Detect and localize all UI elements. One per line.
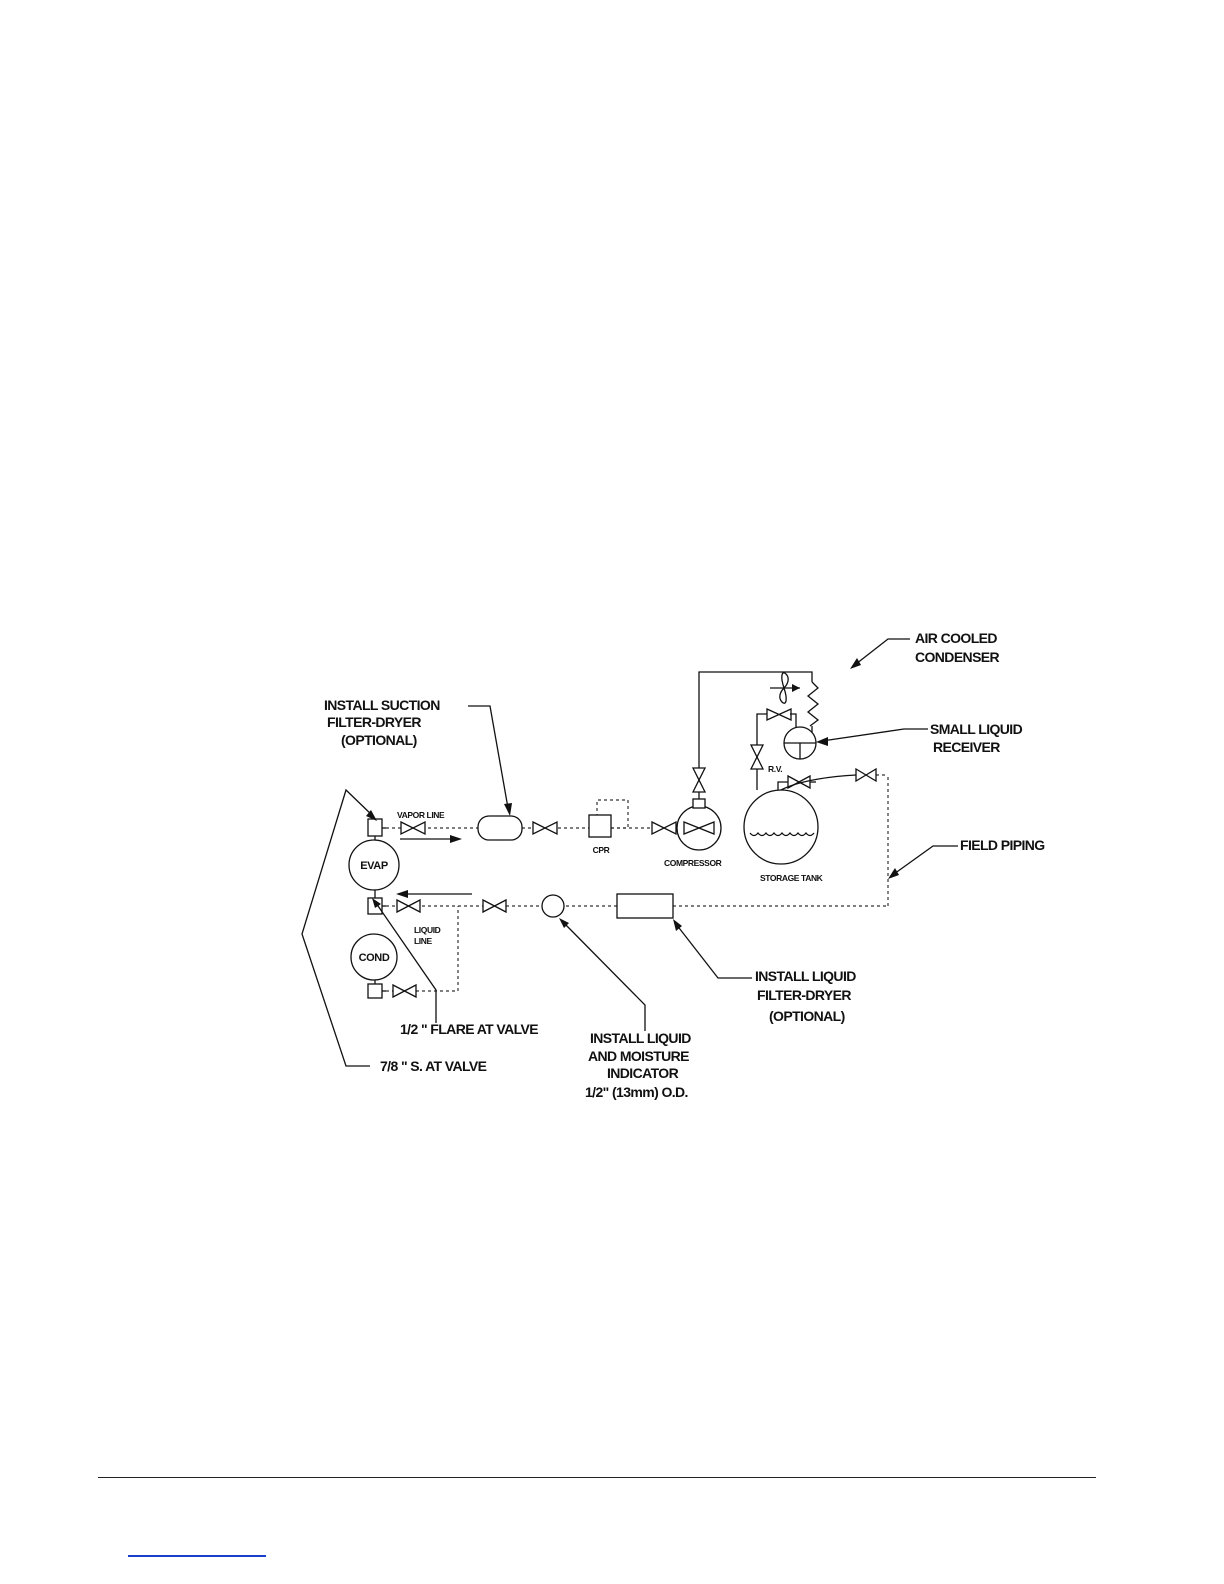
- valve-suction-after-filter: [533, 822, 557, 834]
- compressor-label: COMPRESSOR: [664, 858, 722, 868]
- label-moisture-indicator: INSTALL LIQUID AND MOISTURE INDICATOR 1/…: [585, 1030, 691, 1100]
- small-liquid-receiver: [784, 727, 816, 759]
- liquid-filter-dryer: [617, 894, 673, 918]
- condenser-coil: COND: [351, 934, 397, 998]
- label-suction-filter: INSTALL SUCTION FILTER-DRYER (OPTIONAL): [324, 697, 440, 748]
- svg-text:AIR COOLED: AIR COOLED: [915, 630, 997, 646]
- svg-text:(OPTIONAL): (OPTIONAL): [769, 1008, 845, 1024]
- valve-storage-tank-top: [778, 776, 816, 790]
- valve-vapor-evap: [401, 822, 425, 834]
- flow-arrow-right: [400, 835, 462, 843]
- valve-liquid-mid: [483, 900, 506, 912]
- svg-text:1/2" (13mm) O.D.: 1/2" (13mm) O.D.: [585, 1084, 688, 1100]
- label-air-cooled-condenser: AIR COOLED CONDENSER: [915, 630, 1000, 665]
- svg-text:CONDENSER: CONDENSER: [915, 649, 1000, 665]
- svg-text:FILTER-DRYER: FILTER-DRYER: [327, 714, 421, 730]
- rv-label: R.V.: [768, 764, 782, 774]
- flow-arrow-left: [396, 890, 472, 898]
- liquid-line-label-2: LINE: [414, 936, 432, 946]
- label-sweat: 7/8 " S. AT VALVE: [380, 1058, 487, 1074]
- svg-text:AND MOISTURE: AND MOISTURE: [588, 1048, 689, 1064]
- svg-text:INSTALL LIQUID: INSTALL LIQUID: [755, 968, 856, 984]
- suction-filter-dryer: [478, 816, 522, 840]
- label-field-piping: FIELD PIPING: [960, 837, 1045, 853]
- svg-text:SMALL LIQUID: SMALL LIQUID: [930, 721, 1023, 737]
- cond-label: COND: [359, 952, 390, 964]
- svg-text:RECEIVER: RECEIVER: [933, 739, 1000, 755]
- evap-label: EVAP: [360, 860, 388, 872]
- footer-rule: [98, 1477, 1096, 1478]
- svg-text:INSTALL SUCTION: INSTALL SUCTION: [324, 697, 440, 713]
- storage-tank-label: STORAGE TANK: [760, 873, 824, 883]
- valve-cond: [393, 985, 416, 997]
- label-small-receiver: SMALL LIQUID RECEIVER: [930, 721, 1023, 755]
- footer-link-underline[interactable]: [128, 1555, 266, 1557]
- label-flare: 1/2 " FLARE AT VALVE: [400, 1021, 538, 1037]
- label-liquid-filter: INSTALL LIQUID FILTER-DRYER (OPTIONAL): [755, 968, 856, 1024]
- svg-text:INDICATOR: INDICATOR: [607, 1065, 679, 1081]
- cpr-valve: CPR: [589, 815, 611, 855]
- vapor-line-label: VAPOR LINE: [397, 810, 445, 820]
- liquid-moisture-indicator: [542, 895, 564, 917]
- svg-text:INSTALL LIQUID: INSTALL LIQUID: [590, 1030, 691, 1046]
- svg-text:FILTER-DRYER: FILTER-DRYER: [757, 987, 851, 1003]
- liquid-line-label-1: LIQUID: [414, 925, 441, 935]
- valve-liquid-evap: [397, 900, 420, 912]
- svg-text:(OPTIONAL): (OPTIONAL): [341, 732, 417, 748]
- valve-compressor-inlet: [652, 822, 676, 834]
- storage-tank: STORAGE TANK: [744, 775, 856, 883]
- cpr-label: CPR: [593, 845, 610, 855]
- valve-field-piping: [856, 769, 876, 781]
